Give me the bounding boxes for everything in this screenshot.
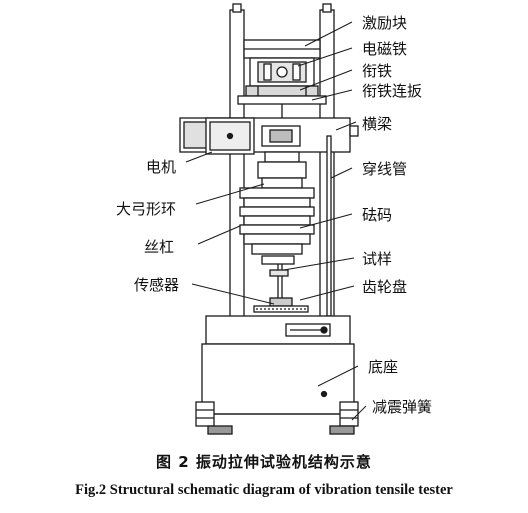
- label-gear-disk: 齿轮盘: [362, 278, 408, 296]
- label-armature: 衔铁: [362, 62, 393, 80]
- armature-plate: [237, 95, 327, 118]
- label-base: 底座: [368, 358, 399, 376]
- wire-tube: [326, 135, 332, 317]
- label-exciter-block: 激励块: [362, 14, 408, 32]
- label-specimen: 试样: [362, 250, 393, 268]
- label-wire-tube: 穿线管: [362, 160, 408, 178]
- caption-english: Fig.2 Structural schematic diagram of vi…: [75, 482, 453, 498]
- leader-lines: [185, 21, 367, 421]
- base-top: [205, 315, 351, 345]
- sensor-gear: [253, 297, 309, 313]
- damper-springs: [195, 401, 359, 435]
- label-electromagnet: 电磁铁: [362, 40, 408, 58]
- electromagnet: [249, 57, 315, 87]
- specimen: [261, 255, 295, 298]
- label-weight: 砝码: [362, 206, 393, 224]
- label-armature-plate: 衔铁连扳: [362, 82, 423, 100]
- left-column: [229, 3, 245, 319]
- weight-stack: [239, 187, 315, 255]
- motor: [205, 117, 255, 155]
- label-crossbeam: 横梁: [362, 115, 393, 133]
- label-motor: 电机: [146, 158, 177, 176]
- base: [201, 343, 355, 415]
- caption-chinese: 图 2 振动拉伸试验机结构示意: [156, 453, 372, 471]
- exciter-block: [243, 39, 321, 59]
- label-damper-spring: 减震弹簧: [372, 398, 433, 416]
- bow-ring: [257, 151, 307, 189]
- label-ring: 大弓形环: [116, 200, 177, 218]
- label-sensor: 传感器: [134, 276, 180, 294]
- label-lead-screw: 丝杠: [144, 238, 175, 256]
